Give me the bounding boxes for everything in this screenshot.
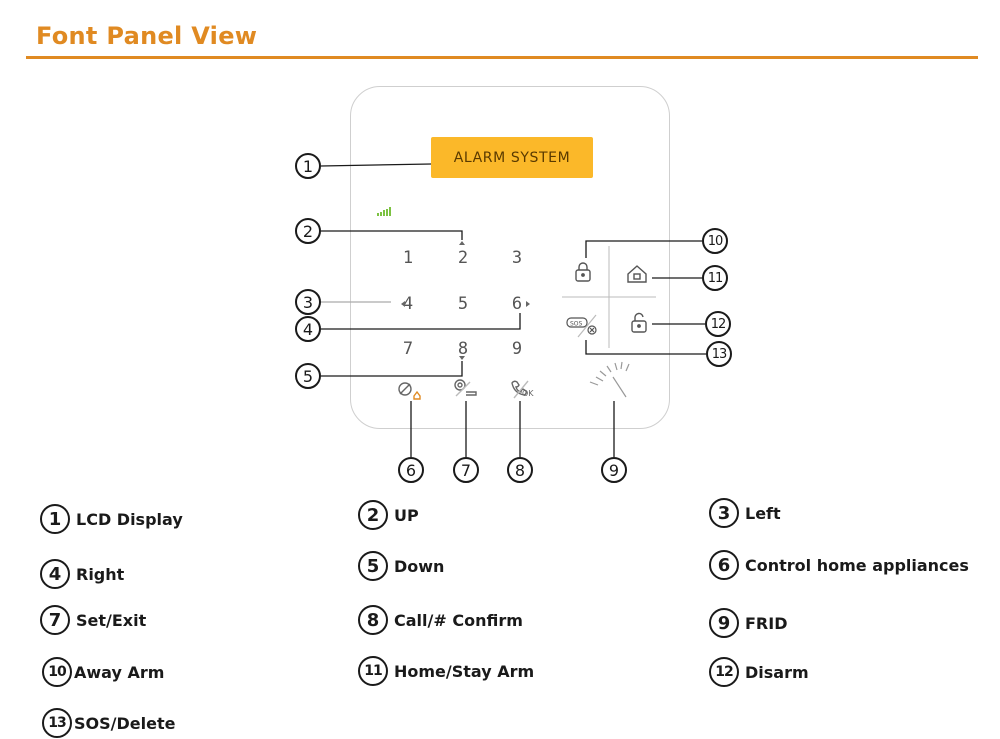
legend-item-3: 3 Left	[709, 498, 781, 528]
callout-10: 10	[702, 228, 728, 254]
legend-number: 2	[358, 500, 388, 530]
direction-markers	[401, 241, 530, 360]
lock-open-icon[interactable]	[631, 312, 647, 333]
legend-number: 9	[709, 608, 739, 638]
front-panel	[350, 86, 670, 429]
settings-gear-icon[interactable]	[454, 379, 477, 397]
legend-label: Left	[745, 503, 781, 523]
legend-item-8: 8 Call/# Confirm	[358, 605, 523, 635]
callout-12: 12	[705, 311, 731, 337]
legend-label: Set/Exit	[76, 610, 147, 630]
legend-label: Right	[76, 564, 125, 584]
key-8-down[interactable]: 8	[457, 339, 469, 359]
legend-item-13: 13 SOS/Delete	[42, 708, 175, 738]
legend-number: 13	[42, 708, 72, 738]
phone-ok-icon[interactable]	[511, 380, 529, 399]
key-6-right[interactable]: 6	[511, 294, 523, 314]
callout-5: 5	[295, 363, 321, 389]
home-lock-icon[interactable]	[627, 265, 647, 283]
legend-item-11: 11 Home/Stay Arm	[358, 656, 534, 686]
legend-number: 1	[40, 504, 70, 534]
ok-label: OK	[522, 389, 534, 398]
legend-number: 8	[358, 605, 388, 635]
legend-item-7: 7 Set/Exit	[40, 605, 146, 635]
legend-item-5: 5 Down	[358, 551, 444, 581]
key-4-left[interactable]: 4	[402, 294, 414, 314]
sos-delete-icon[interactable]	[566, 314, 597, 338]
legend-number: 11	[358, 656, 388, 686]
legend-number: 5	[358, 551, 388, 581]
legend-number: 10	[42, 657, 72, 687]
legend-number: 4	[40, 559, 70, 589]
legend-label: FRID	[745, 613, 788, 633]
lock-closed-icon[interactable]	[575, 262, 591, 282]
key-1[interactable]: 1	[402, 248, 414, 268]
title-underline	[26, 56, 978, 59]
callout-2: 2	[295, 218, 321, 244]
legend-label: LCD Display	[76, 509, 183, 529]
sos-label: SOS	[570, 321, 583, 328]
key-7[interactable]: 7	[402, 339, 414, 359]
callout-13: 13	[706, 341, 732, 367]
legend-label: Down	[394, 556, 445, 576]
rfid-reader-icon	[589, 361, 630, 398]
appliance-control-icon[interactable]	[398, 382, 421, 400]
legend-number: 12	[709, 657, 739, 687]
legend-number: 7	[40, 605, 70, 635]
lcd-display: ALARM SYSTEM	[431, 137, 593, 178]
leader-lines	[320, 163, 706, 457]
legend-label: Home/Stay Arm	[394, 661, 535, 681]
callout-4: 4	[295, 316, 321, 342]
legend-item-1: 1 LCD Display	[40, 504, 183, 534]
legend-item-2: 2 UP	[358, 500, 419, 530]
legend-item-6: 6 Control home appliances	[709, 550, 969, 580]
key-3[interactable]: 3	[511, 248, 523, 268]
legend-label: SOS/Delete	[74, 713, 176, 733]
key-5[interactable]: 5	[457, 294, 469, 314]
callout-11: 11	[702, 265, 728, 291]
callout-3: 3	[295, 289, 321, 315]
legend-item-12: 12 Disarm	[709, 657, 809, 687]
legend-number: 3	[709, 498, 739, 528]
page-title: Font Panel View	[36, 22, 258, 50]
arm-quadrant-divider	[562, 246, 656, 348]
signal-bars-icon	[377, 207, 391, 216]
callout-6: 6	[398, 457, 424, 483]
legend-label: Disarm	[745, 662, 809, 682]
legend-label: Control home appliances	[745, 555, 969, 575]
callout-7: 7	[453, 457, 479, 483]
callout-9: 9	[601, 457, 627, 483]
legend-label: UP	[394, 505, 419, 525]
callout-1: 1	[295, 153, 321, 179]
legend-label: Away Arm	[74, 662, 165, 682]
callout-8: 8	[507, 457, 533, 483]
legend-item-10: 10 Away Arm	[42, 657, 164, 687]
legend-label: Call/# Confirm	[394, 610, 523, 630]
key-9[interactable]: 9	[511, 339, 523, 359]
legend-item-9: 9 FRID	[709, 608, 787, 638]
key-2-up[interactable]: 2	[457, 248, 469, 268]
legend-number: 6	[709, 550, 739, 580]
legend-item-4: 4 Right	[40, 559, 124, 589]
